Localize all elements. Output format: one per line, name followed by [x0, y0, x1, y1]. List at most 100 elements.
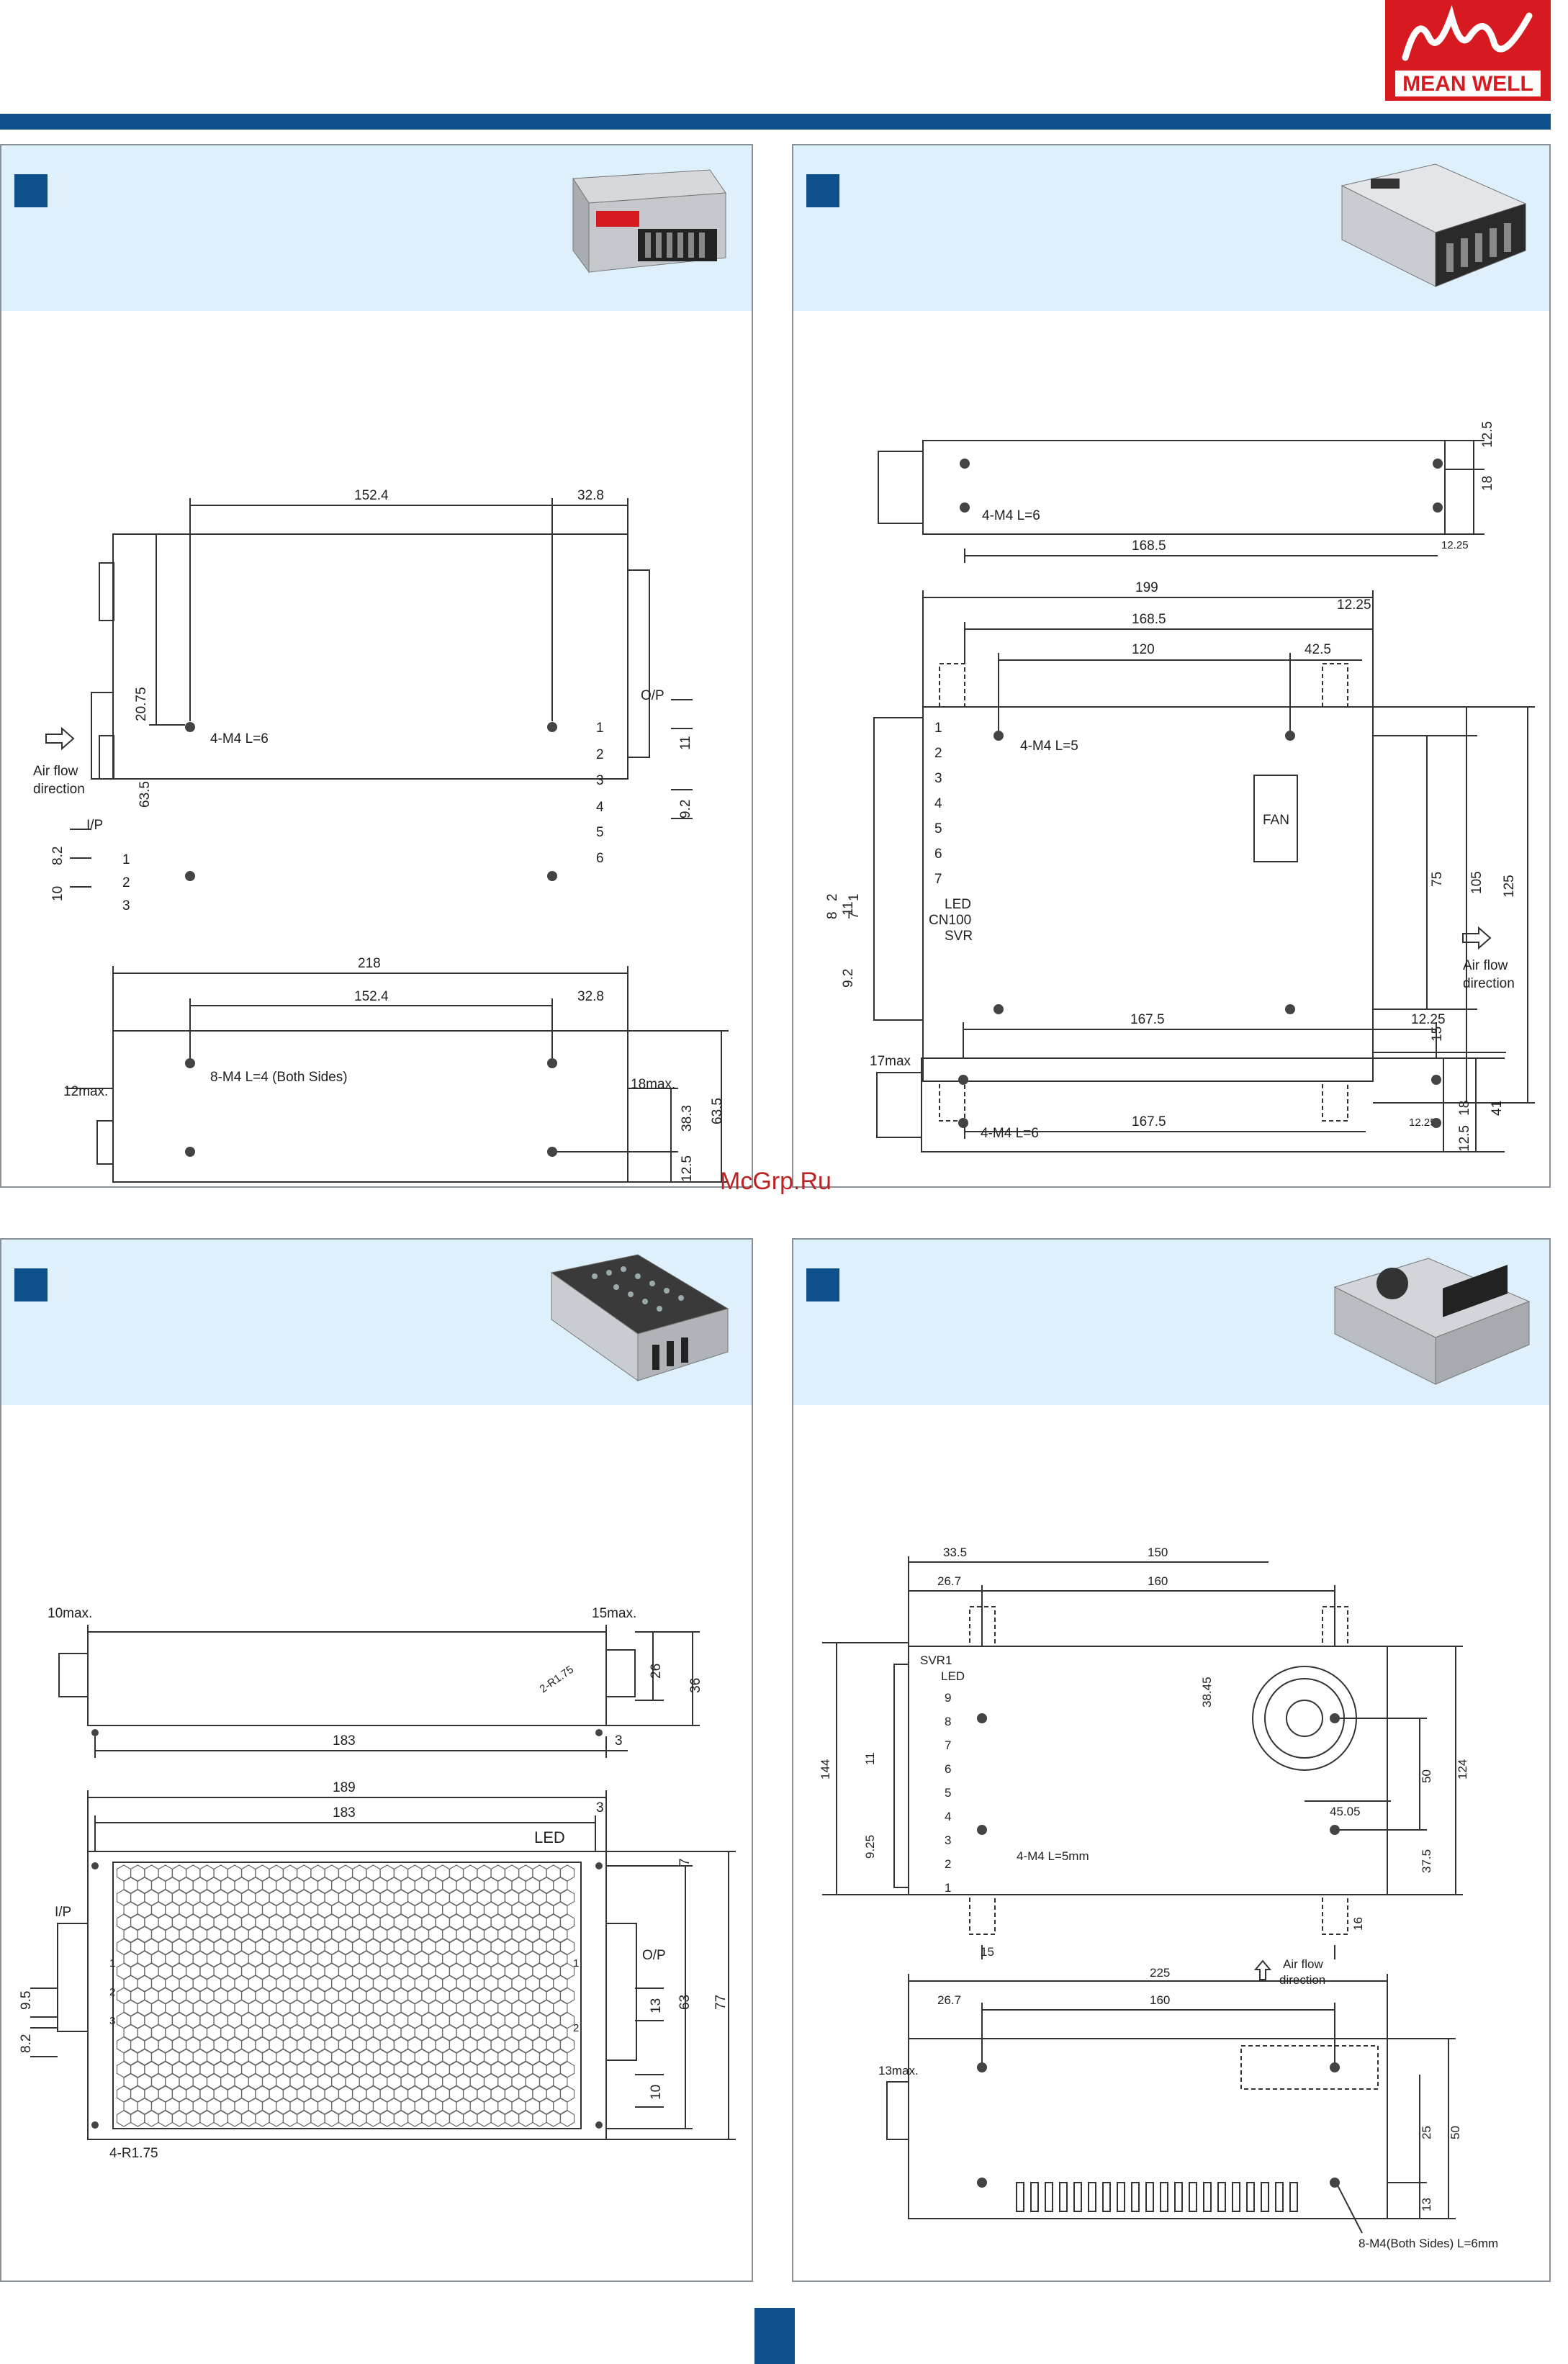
p4-term-4: 4	[945, 1810, 951, 1823]
p3-dim-10max: 10max.	[48, 1606, 92, 1621]
p3-dim-15max: 15max.	[592, 1606, 636, 1621]
p2-bottom-12-25: 12.25	[1411, 1012, 1446, 1027]
vent-hole	[366, 2110, 381, 2127]
vent-hole	[171, 2110, 187, 2127]
vent-hole	[310, 2110, 325, 2127]
vent-hole	[144, 2110, 159, 2127]
p3-dim-26: 26	[649, 1664, 664, 1679]
p3-dim-77: 77	[713, 1995, 729, 2010]
p4-airflow-1: Air flow	[1283, 1957, 1323, 1971]
p1-dim-20-75: 20.75	[134, 687, 149, 721]
p1-dim-12-5: 12.5	[680, 1155, 695, 1182]
panel-4-product-photo	[1328, 1244, 1536, 1395]
vent-hole	[559, 2110, 575, 2127]
p4-side-160: 160	[1150, 1993, 1170, 2007]
vent-hole	[352, 2110, 367, 2127]
p2-top-12-5: 12.5	[1480, 421, 1495, 448]
p2-screws: 4-M4 L=5	[1020, 739, 1078, 754]
vent-hole	[241, 2110, 256, 2127]
p3-dim-7: 7	[677, 1858, 693, 1866]
vent-hole	[463, 2110, 478, 2127]
p1-ip-label: I/P	[86, 818, 103, 833]
p1-dim-9-2: 9.2	[678, 800, 693, 818]
p4-side-vents	[1016, 2182, 1298, 2212]
p2-cn-8: 8	[825, 911, 840, 919]
p3-dim-3: 3	[615, 1733, 623, 1749]
logo-text: MEAN WELL	[1402, 72, 1533, 96]
p2-led: LED	[945, 897, 971, 912]
p3-vent-grid	[112, 1862, 582, 2129]
p4-dim-26-7: 26.7	[937, 1574, 961, 1588]
p2-airflow-1: Air flow	[1463, 958, 1508, 973]
p2-cn-2: 2	[825, 893, 840, 901]
vent-hole	[255, 2110, 270, 2127]
p3-out-1: 1	[573, 1957, 579, 1970]
vent-hole	[116, 2110, 132, 2127]
p1-dim-18max: 18max.	[631, 1077, 675, 1092]
p4-side-25: 25	[1420, 2126, 1433, 2139]
p2-dim-168-5: 168.5	[1132, 612, 1166, 627]
panel-3-drawing: 10max. 15max. 26 36 2-R1.75 183 3 189 18…	[19, 1606, 736, 2161]
p4-term-5: 5	[945, 1786, 951, 1800]
p4-dim-16: 16	[1351, 1917, 1365, 1931]
vent-hole	[282, 2110, 298, 2127]
p1-dim-8-2: 8.2	[50, 847, 66, 865]
p1-airflow-2: direction	[33, 782, 85, 797]
p2-dim-15: 15	[1430, 1027, 1445, 1042]
vent-hole	[518, 2110, 533, 2127]
p3-dim-10: 10	[649, 2085, 664, 2100]
vent-hole	[269, 2110, 284, 2127]
p2-dim-125: 125	[1502, 875, 1517, 898]
p1-in-1: 1	[122, 852, 130, 867]
p4-dim-150: 150	[1148, 1546, 1168, 1559]
p2-dim-12-25: 12.25	[1337, 597, 1371, 613]
p4-svr1: SVR1	[920, 1654, 952, 1667]
panel-2-marker	[806, 174, 839, 207]
vent-hole	[546, 2110, 561, 2127]
panel-4: 33.5 150 26.7 160 SVR1 LED 38.45 9 8 7 6…	[792, 1238, 1551, 2282]
p3-dim-183-b: 183	[333, 1805, 356, 1821]
p2-top-12-25: 12.25	[1441, 539, 1469, 551]
panel-3-product-photo	[530, 1244, 739, 1395]
p3-out-2: 2	[573, 2022, 579, 2034]
p4-term-6: 6	[945, 1762, 951, 1776]
p1-out-2: 2	[596, 747, 604, 762]
p2-dim-12-25-b: 12.25	[1409, 1116, 1436, 1129]
p4-dim-124: 124	[1456, 1759, 1469, 1779]
p3-r4: 4-R1.75	[109, 2146, 158, 2161]
vent-hole	[227, 2110, 243, 2127]
panel-3: 10max. 15max. 26 36 2-R1.75 183 3 189 18…	[0, 1238, 753, 2282]
p4-side-225: 225	[1150, 1966, 1170, 1980]
p3-led: LED	[534, 1828, 565, 1846]
p3-dim-9-5: 9.5	[19, 1991, 34, 2010]
vent-hole	[449, 2110, 464, 2127]
p1-screws: 4-M4 L=6	[210, 731, 269, 746]
p2-term-4: 4	[934, 796, 942, 811]
p2-cn100: CN100	[929, 913, 971, 928]
p4-side-26-7: 26.7	[937, 1993, 961, 2007]
panel-3-marker	[14, 1268, 48, 1301]
panel-1-product-photo	[530, 150, 739, 301]
p2-dim-120: 120	[1132, 642, 1155, 657]
vent-hole	[338, 2110, 353, 2127]
p2-top-18: 18	[1480, 476, 1495, 491]
p2-bottom-18: 18	[1457, 1101, 1472, 1116]
p2-bottom-17max: 17max	[870, 1054, 911, 1069]
p2-dim-167-5: 167.5	[1132, 1114, 1166, 1129]
p2-fan	[1253, 775, 1298, 862]
vent-hole	[130, 2110, 145, 2127]
p2-cn-7: 7	[847, 911, 862, 919]
p1-output-terminals	[627, 569, 650, 758]
p2-dim-105: 105	[1469, 871, 1484, 894]
p1-in-2: 2	[122, 875, 130, 890]
vent-hole	[490, 2110, 505, 2127]
p4-term-8: 8	[945, 1715, 951, 1728]
p4-dim-11: 11	[863, 1752, 877, 1765]
p3-in-2: 2	[109, 1986, 115, 1998]
p4-screws: 4-M4 L=5mm	[1017, 1849, 1089, 1863]
panel-1-drawing: 152.4 32.8 20.75 63.5 4-M4 L=6 O/P I/P A…	[33, 488, 729, 1183]
p4-dim-45-05: 45.05	[1330, 1805, 1361, 1818]
panel-1: 152.4 32.8 20.75 63.5 4-M4 L=6 O/P I/P A…	[0, 144, 753, 1188]
p4-dim-160: 160	[1148, 1574, 1168, 1588]
p1-dim-63-5-side: 63.5	[710, 1098, 725, 1124]
